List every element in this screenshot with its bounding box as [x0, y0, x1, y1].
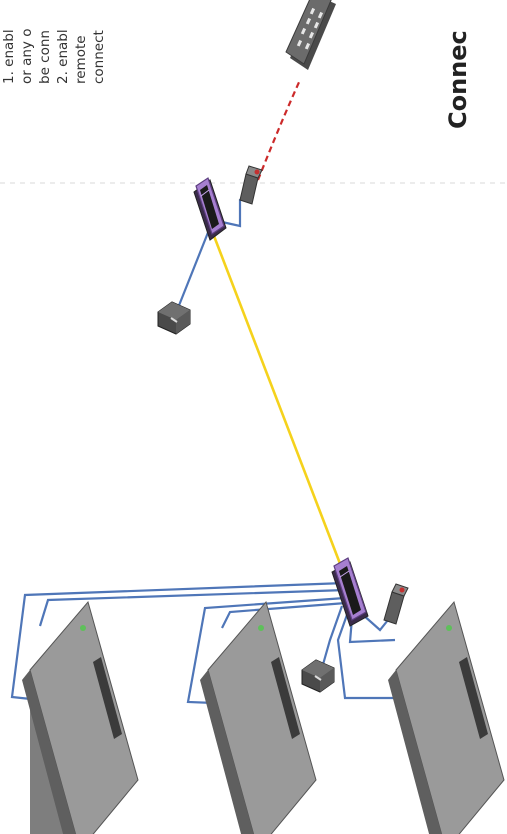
- ir-beam: [256, 79, 302, 181]
- cable-tx-to-source-3: [336, 611, 405, 700]
- power-adapter-icon: [157, 301, 191, 335]
- source-device-icon: [388, 600, 505, 834]
- extender-unit-icon: [331, 557, 369, 627]
- cable-tx-to-source-2b: [221, 601, 347, 629]
- ir-remote-icon: [285, 0, 336, 70]
- cable-tx-to-emitter: [361, 613, 389, 632]
- ir-receiver-icon: [239, 165, 263, 205]
- cable-tx-to-source-2: [186, 596, 346, 705]
- cable-tx-to-source-1b: [38, 588, 347, 627]
- ir-emitter-icon: [383, 583, 409, 625]
- extender-unit-icon: [193, 177, 227, 241]
- source-device-icon: [22, 600, 139, 834]
- copper-cables: [10, 194, 405, 705]
- cable-tx-to-source-1: [10, 581, 346, 702]
- source-device-icon: [200, 600, 317, 834]
- cable-receiver-to-power: [172, 229, 211, 319]
- cable-tx-to-source-3b: [348, 617, 396, 644]
- fiber-link: [212, 235, 346, 575]
- cable-tx-to-power: [320, 605, 344, 669]
- power-adapter-icon: [301, 659, 335, 693]
